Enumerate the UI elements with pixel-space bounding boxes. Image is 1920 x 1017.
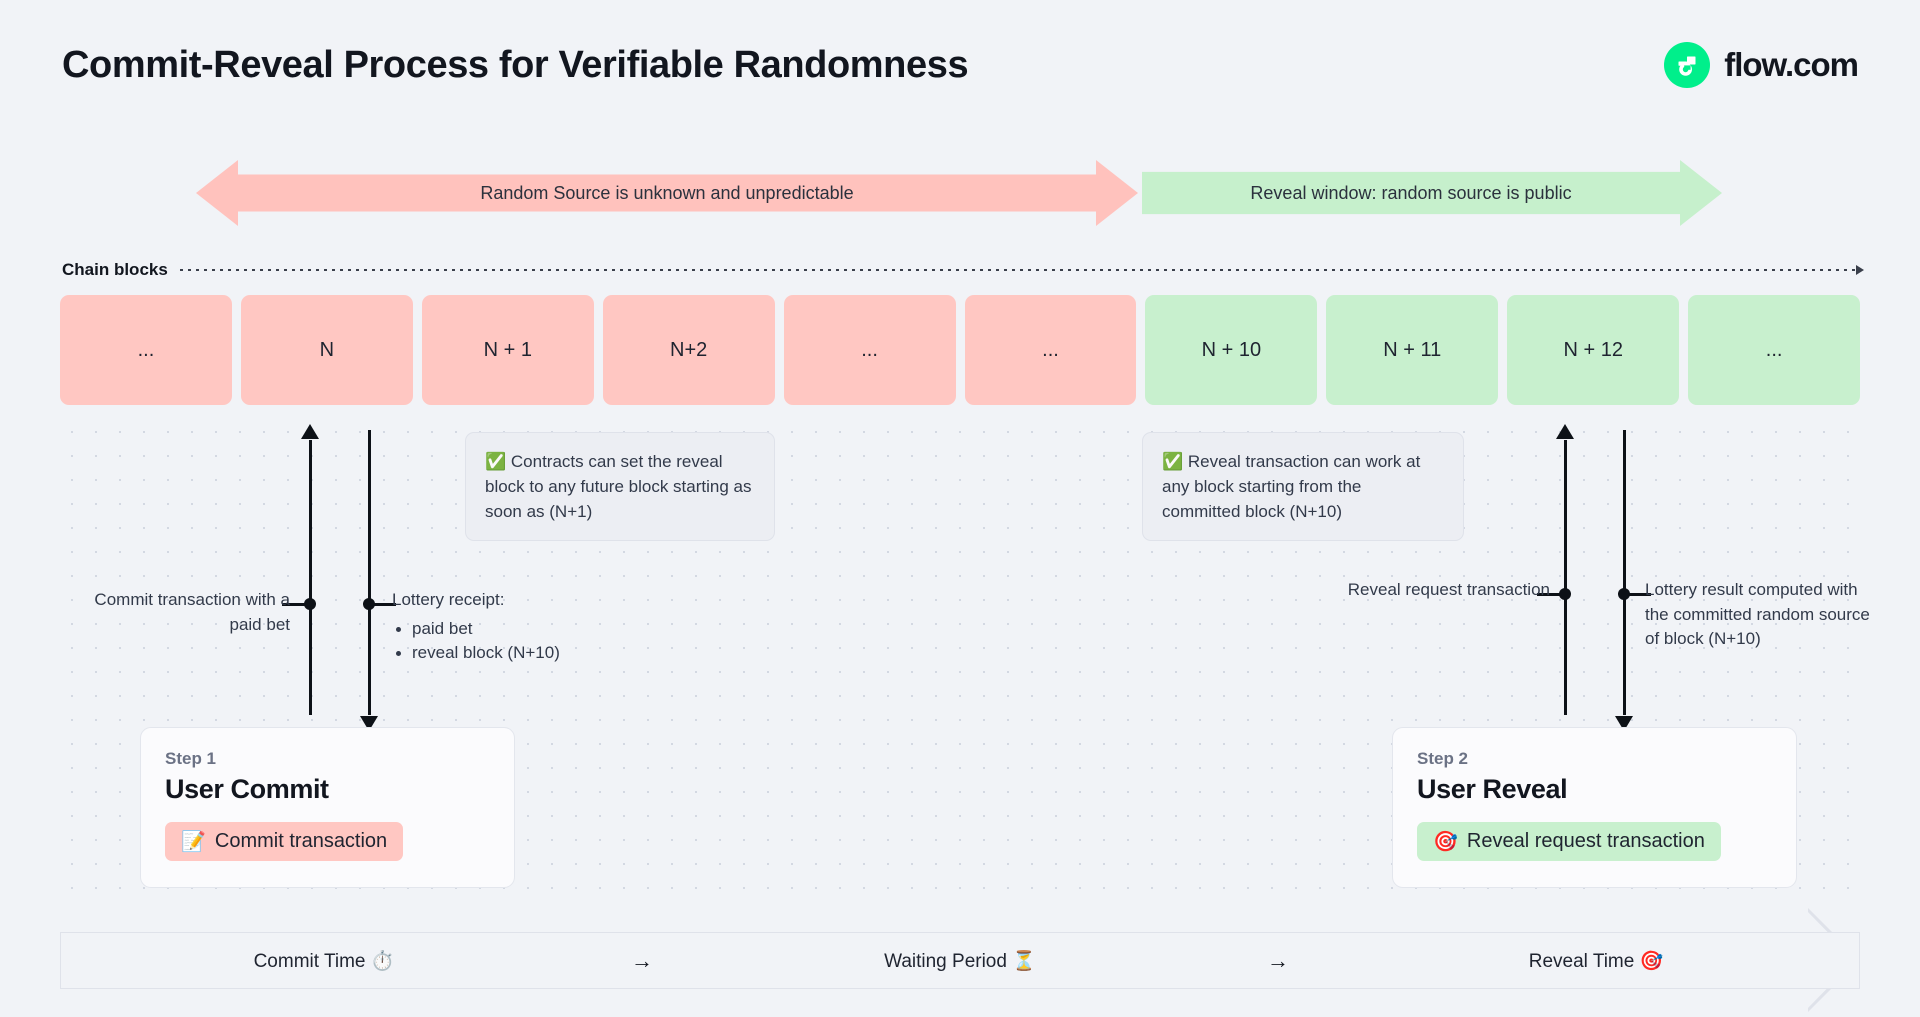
step-1-chip-label: Commit transaction: [214, 830, 388, 852]
annotation-commit-transaction: Commit transaction with a paid bet: [94, 590, 290, 634]
brand-name: flow.com: [1724, 46, 1859, 83]
step-2-eyebrow: Step 2: [1417, 749, 1469, 768]
chain-blocks-label: Chain blocks: [62, 260, 168, 279]
reveal-request-connector-line: [1564, 440, 1567, 715]
chain-block[interactable]: N+2: [602, 295, 775, 405]
annotation-reveal-request-transaction: Reveal request transaction: [1347, 580, 1550, 599]
chain-block[interactable]: ...: [964, 295, 1137, 405]
request-connector-dot: [1559, 588, 1571, 600]
chain-block[interactable]: ...: [60, 295, 232, 405]
chain-blocks-axis: Chain blocks: [62, 258, 1865, 282]
step-card-user-reveal[interactable]: Step 2 User Reveal 🎯 Reveal request tran…: [1392, 727, 1797, 888]
chain-block[interactable]: N: [240, 295, 413, 405]
step-1-title: User Commit: [165, 774, 329, 804]
timeline-arrow-icon-2: →: [1267, 947, 1289, 973]
step-1-eyebrow: Step 1: [165, 749, 217, 768]
receipt-connector-dot: [363, 598, 375, 610]
banner-reveal-window: Reveal window: random source is public: [1142, 160, 1722, 226]
chain-block[interactable]: N + 1: [421, 295, 594, 405]
commit-transaction-connector-line: [309, 440, 312, 715]
result-connector-dot: [1618, 588, 1630, 600]
chain-block-label: N: [319, 338, 335, 361]
chain-block[interactable]: N + 12: [1507, 295, 1680, 405]
chain-block[interactable]: ...: [1688, 295, 1861, 405]
timeline-phase-reveal-time: Reveal Time 🎯: [1528, 950, 1664, 972]
timeline-bar: Commit Time ⏱️ → Waiting Period ⏳ → Reve…: [60, 932, 1860, 989]
chain-block-label: ...: [1765, 338, 1783, 361]
flow-logo-icon: [1664, 42, 1711, 88]
timeline-phase-waiting-period: Waiting Period ⏳: [884, 950, 1036, 972]
step-2-title: User Reveal: [1417, 774, 1568, 804]
annotation-lottery-receipt-title: Lottery receipt:: [392, 590, 505, 609]
step-2-chip-label: Reveal request transaction: [1466, 830, 1705, 852]
banner-reveal-label: Reveal window: random source is public: [1250, 182, 1572, 203]
chain-block-label: N + 12: [1563, 338, 1623, 361]
banner-unknown-label: Random Source is unknown and unpredictab…: [480, 182, 854, 203]
chain-block-label: ...: [137, 338, 155, 361]
page-title: Commit-Reveal Process for Verifiable Ran…: [62, 43, 969, 86]
step-1-chip-commit-transaction[interactable]: 📝 Commit transaction: [165, 822, 404, 861]
step-2-chip-reveal-request-transaction[interactable]: 🎯 Reveal request transaction: [1417, 822, 1721, 861]
timeline-arrow-icon-1: →: [631, 947, 653, 973]
note-reveal-transaction-window: ✅ Reveal transaction can work at any blo…: [1142, 432, 1464, 542]
brand-logo: flow.com: [1664, 42, 1859, 88]
page-header: Commit-Reveal Process for Verifiable Ran…: [0, 0, 1920, 130]
banner-random-source-unknown: Random Source is unknown and unpredictab…: [196, 160, 1138, 226]
block-strip: ... N N + 1 N+2...... N + 10 N + 11 N + 12...: [60, 295, 1861, 405]
memo-icon: 📝: [181, 830, 206, 853]
commit-connector-dot: [304, 598, 316, 610]
chain-block-label: N + 11: [1383, 338, 1442, 361]
annotation-lottery-result: Lottery result computed with the committ…: [1645, 580, 1870, 649]
chain-axis-dotted-line-arrow-icon: [179, 265, 1865, 275]
chain-block[interactable]: N + 11: [1326, 295, 1499, 405]
chain-block-label: N + 1: [483, 338, 532, 361]
timeline-phase-commit-time: Commit Time ⏱️: [253, 950, 395, 972]
list-item: paid bet: [392, 617, 672, 642]
lottery-result-connector-line: [1623, 430, 1626, 715]
chain-block[interactable]: N + 10: [1145, 295, 1318, 405]
chain-block-label: N+2: [670, 338, 708, 361]
chain-block[interactable]: ...: [783, 295, 956, 405]
target-icon: 🎯: [1433, 830, 1458, 853]
chain-block-label: N + 10: [1201, 338, 1262, 361]
note-contracts-reveal-block: ✅ Contracts can set the reveal block to …: [465, 432, 775, 542]
list-item: reveal block (N+10): [392, 641, 672, 666]
step-card-user-commit[interactable]: Step 1 User Commit 📝 Commit transaction: [140, 727, 515, 888]
chain-block-label: ...: [861, 338, 878, 361]
lottery-receipt-connector-line: [368, 430, 371, 715]
chain-block-label: ...: [1042, 338, 1059, 361]
